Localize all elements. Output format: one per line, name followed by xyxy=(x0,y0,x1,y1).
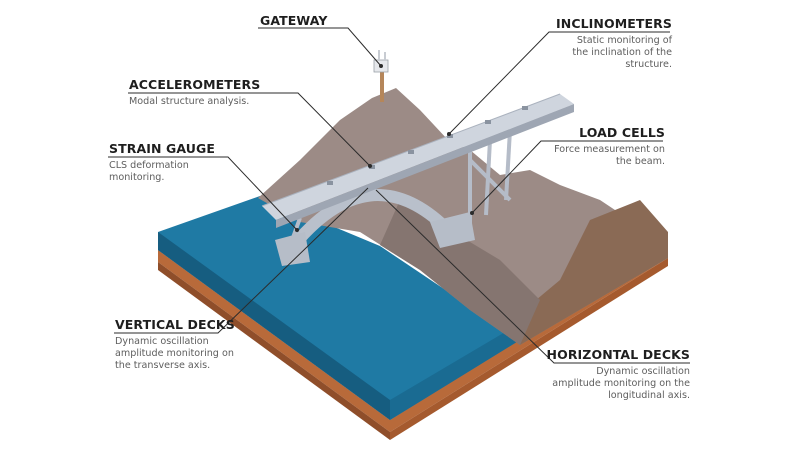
vertical-decks-description: Dynamic oscillation amplitude monitoring… xyxy=(115,336,234,371)
gateway-antenna xyxy=(378,50,380,60)
vertical-decks-leader xyxy=(114,187,369,334)
bridge-pier-right xyxy=(430,212,475,248)
bridge-pier-left xyxy=(275,232,310,266)
inclinometers-description: Static monitoring of the inclination of … xyxy=(572,35,672,70)
leader-dots xyxy=(295,64,474,232)
soil-base-shadow xyxy=(158,262,390,440)
bridge-deck-side xyxy=(276,104,574,228)
gateway-pole xyxy=(380,62,384,102)
load-cells-title: LOAD CELLS xyxy=(579,125,665,140)
label-gateway: GATEWAY xyxy=(260,13,328,28)
gateway-antenna xyxy=(384,52,386,60)
gateway-leader xyxy=(258,27,382,67)
label-inclinometers: INCLINOMETERS Static monitoring of the i… xyxy=(556,16,672,71)
inclinometers-leader xyxy=(448,31,670,135)
label-horizontal-decks: HORIZONTAL DECKS Dynamic oscillation amp… xyxy=(547,347,690,402)
horizontal-decks-description: Dynamic oscillation amplitude monitoring… xyxy=(552,366,690,401)
accelerometers-title: ACCELEROMETERS xyxy=(129,77,261,92)
water-top xyxy=(158,196,520,420)
accelerometers-description: Modal structure analysis. xyxy=(129,96,250,107)
gateway-title: GATEWAY xyxy=(260,13,328,28)
deck-sensors xyxy=(327,106,528,185)
water-front xyxy=(158,232,390,420)
strain-gauge-leader xyxy=(108,156,298,231)
label-vertical-decks: VERTICAL DECKS Dynamic oscillation ampli… xyxy=(115,317,241,372)
label-strain-gauge: STRAIN GAUGE CLS deformation monitoring. xyxy=(109,141,215,184)
bridge-arch xyxy=(285,189,455,254)
horizontal-decks-leader xyxy=(375,189,690,364)
accelerometers-leader xyxy=(128,92,371,167)
horizontal-decks-title: HORIZONTAL DECKS xyxy=(546,347,690,362)
vertical-decks-title: VERTICAL DECKS xyxy=(115,317,235,332)
label-load-cells: LOAD CELLS Force measurement on the beam… xyxy=(550,125,665,168)
leader-lines xyxy=(108,27,690,364)
inclinometers-title: INCLINOMETERS xyxy=(556,16,672,31)
label-accelerometers: ACCELEROMETERS Modal structure analysis. xyxy=(129,77,329,108)
bridge-deck xyxy=(262,94,574,220)
load-cells-leader xyxy=(471,140,663,214)
soil-base-side xyxy=(390,258,668,440)
terrain-shadow xyxy=(380,200,540,345)
load-cells-description: Force measurement on the beam. xyxy=(554,144,665,167)
water-side xyxy=(390,328,520,420)
strain-gauge-description: CLS deformation monitoring. xyxy=(109,160,189,183)
terrain-right-cliff xyxy=(500,200,668,345)
strain-gauge-title: STRAIN GAUGE xyxy=(109,141,215,156)
